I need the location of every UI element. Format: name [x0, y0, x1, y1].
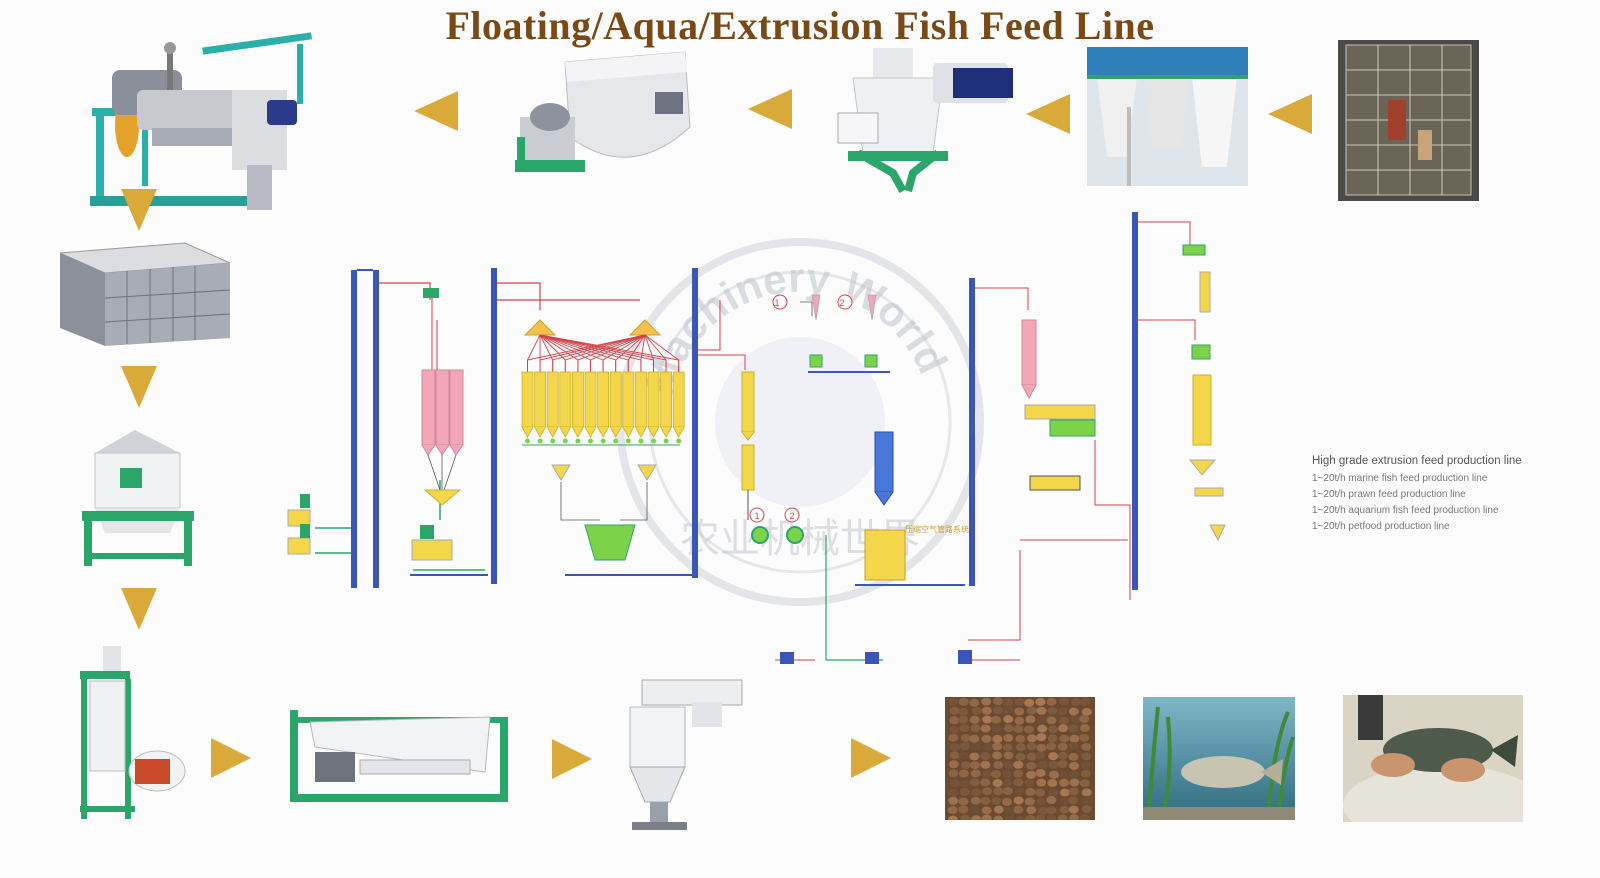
batching-bin	[584, 371, 597, 428]
legend-heading: High grade extrusion feed production lin…	[1312, 455, 1522, 467]
flow-arrow-left	[748, 89, 792, 129]
rotary-sifter-icon	[285, 702, 515, 807]
carp-aquarium-photo	[1143, 697, 1295, 820]
flow-arrow-down	[121, 189, 157, 231]
flow-arrow-left	[414, 91, 458, 131]
legend-item: 1~20t/h aquarium fish feed production li…	[1312, 505, 1499, 516]
cooler-icon	[80, 428, 198, 570]
bucket-elevator	[351, 270, 357, 588]
legend-item: 1~20t/h marine fish feed production line	[1312, 473, 1488, 484]
feed-pellets-photo	[945, 697, 1095, 820]
batching-bin	[534, 371, 546, 428]
raw-material-bins	[421, 369, 464, 491]
legend-item: 1~20t/h prawn feed production line	[1312, 489, 1466, 500]
flow-arrow-right	[552, 739, 592, 779]
watermark-chinese: 农业机械世界	[680, 517, 920, 561]
bucket-elevator	[373, 270, 379, 588]
flow-arrow-right	[851, 738, 891, 778]
watermark-seal: Machinery World 农业机械世界	[610, 232, 990, 612]
tilapia-in-hands-photo	[1343, 695, 1523, 822]
bucket-elevator	[491, 268, 497, 584]
page-title: Floating/Aqua/Extrusion Fish Feed Line	[445, 3, 1155, 48]
flow-arrow-left	[1268, 94, 1312, 134]
batching-bin	[572, 371, 584, 428]
batching-bin	[546, 371, 559, 428]
dryer-icon	[55, 238, 233, 356]
extruder-icon	[82, 30, 327, 220]
packing-scale-icon	[622, 672, 744, 834]
legend-item: 1~20t/h petfood production line	[1312, 521, 1450, 532]
flow-arrow-left	[1026, 94, 1070, 134]
batching-bin	[521, 371, 534, 428]
batching-bin	[559, 371, 572, 428]
mixer-icon	[515, 42, 695, 182]
silo-room-icon	[1087, 47, 1248, 186]
feed-plant-building-icon	[1338, 40, 1479, 201]
batching-bin	[597, 371, 609, 428]
flow-arrow-right	[211, 738, 251, 778]
pulverizer-icon	[833, 43, 1023, 193]
flow-arrow-down	[121, 588, 157, 630]
production-line-legend: High grade extrusion feed production lin…	[1312, 455, 1522, 535]
crumbler-icon	[75, 641, 190, 821]
flow-arrow-down	[121, 366, 157, 408]
